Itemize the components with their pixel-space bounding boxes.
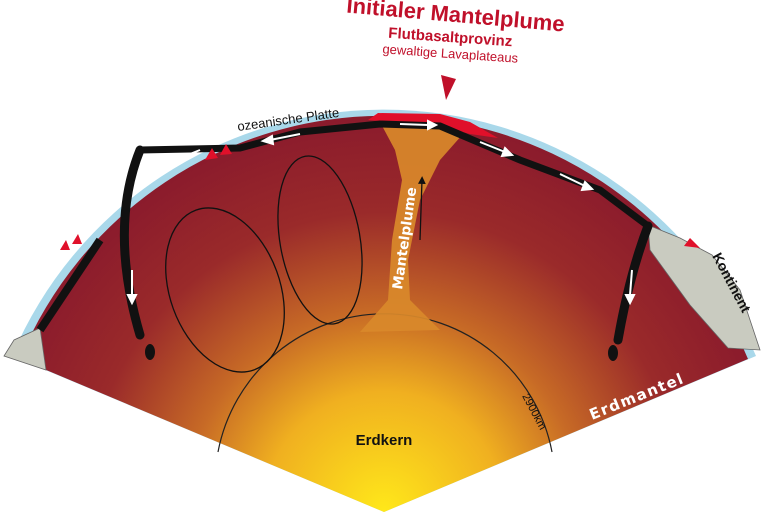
plate-motion-arrows (126, 119, 636, 306)
slab-left (119, 145, 145, 340)
mantle-plume (360, 122, 470, 332)
plume-arrow (417, 176, 426, 241)
slab-far-left (36, 237, 104, 333)
pointer-triangle (441, 75, 456, 100)
convection-cell-right (277, 155, 363, 325)
convection-cell-left (165, 207, 285, 373)
core-label: Erdkern (356, 432, 413, 449)
title-group: Initialer Mantelplume Flutbasaltprovinz … (346, 0, 566, 100)
flood-basalt (368, 113, 498, 138)
arc-volcanoes (60, 144, 700, 250)
